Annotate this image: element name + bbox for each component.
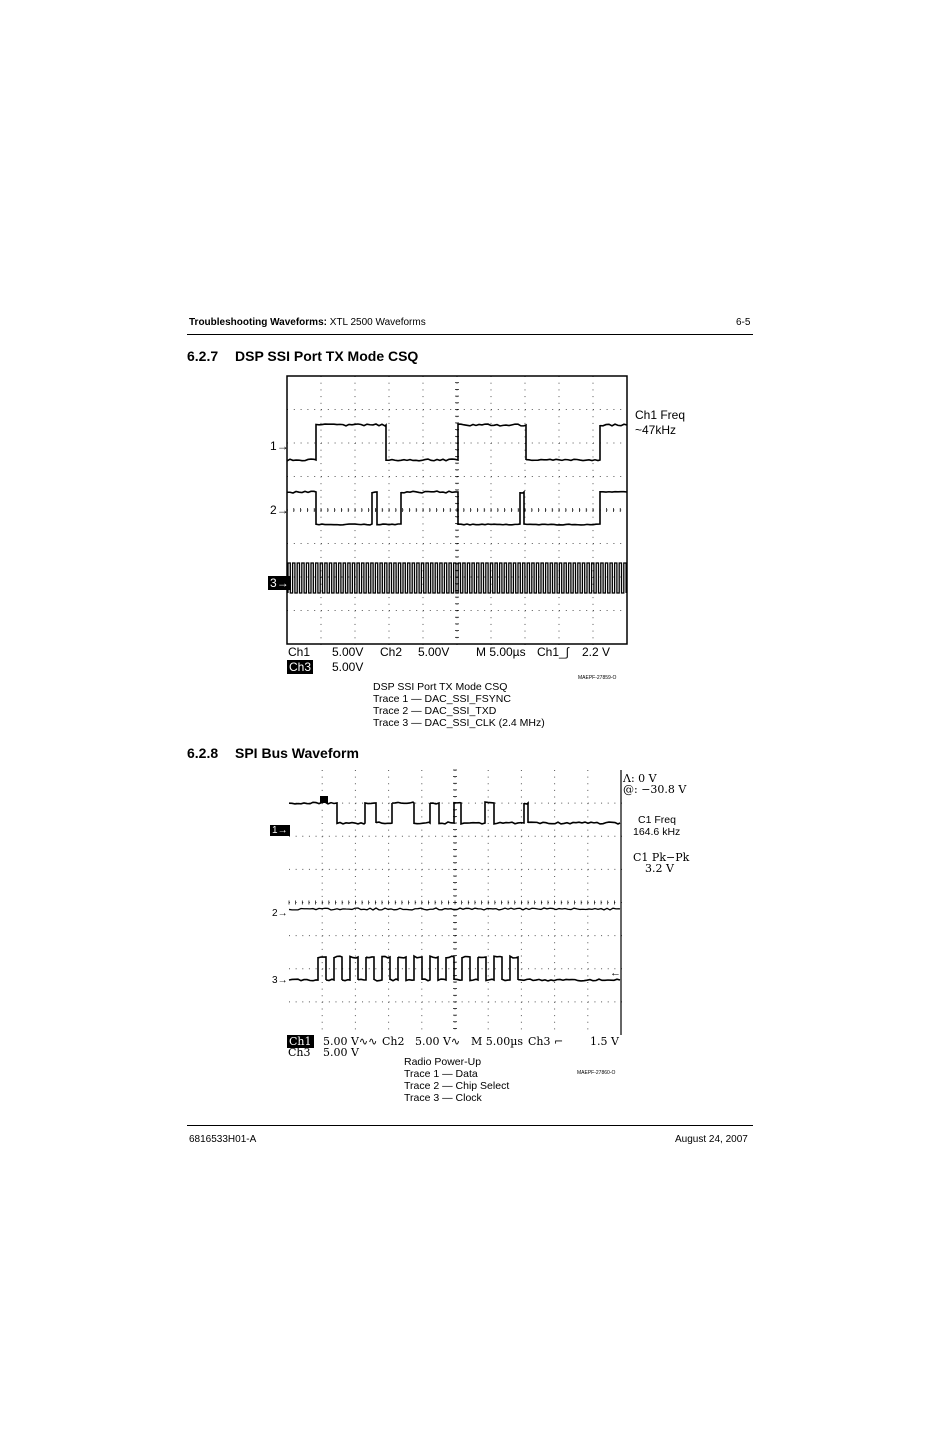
section-title: SPI Bus Waveform (235, 745, 359, 761)
readout-ch2-scale: 5.00V (418, 645, 449, 659)
figure-id: MAEPF-27859-O (578, 675, 616, 681)
trigger-arrow: ← (610, 967, 621, 979)
freq-label: C1 Freq (638, 814, 676, 826)
oscilloscope-trace-1 (260, 370, 640, 650)
caption-line: Trace 2 — Chip Select (404, 1080, 509, 1092)
trace-data (289, 802, 620, 824)
section-number: 6.2.8 (187, 745, 235, 761)
readout-ch3-scale: 5.00V (332, 660, 363, 674)
readout-ch2: Ch2 (380, 645, 402, 659)
header-title-bold: Troubleshooting Waveforms: (189, 317, 327, 328)
caption-line: Trace 3 — Clock (404, 1092, 509, 1104)
header-rule (187, 334, 753, 335)
freq-value: ~47kHz (635, 423, 676, 437)
pkpk-value: 3.2 V (645, 862, 674, 875)
publication-date: August 24, 2007 (675, 1134, 748, 1145)
readout-ch3: Ch3 (288, 1046, 311, 1059)
running-header: Troubleshooting Waveforms: XTL 2500 Wave… (189, 317, 426, 328)
page-number: 6-5 (736, 317, 750, 328)
figure-id: MAEPF-27860-O (577, 1070, 615, 1076)
cursor-readout-2: @: −30.8 V (623, 783, 686, 796)
figure-caption-1: DSP SSI Port TX Mode CSQ Trace 1 — DAC_S… (373, 681, 545, 729)
caption-line: Trace 2 — DAC_SSI_TXD (373, 705, 545, 717)
channel-marker-3: 3→ (272, 975, 288, 986)
figure-caption-2: Radio Power-Up Trace 1 — Data Trace 2 — … (404, 1056, 509, 1104)
header-title: XTL 2500 Waveforms (327, 317, 426, 328)
trigger-marker (320, 796, 328, 803)
section-title: DSP SSI Port TX Mode CSQ (235, 348, 418, 364)
caption-title: DSP SSI Port TX Mode CSQ (373, 681, 545, 693)
readout-trigger: Ch3 ⌐ (528, 1035, 563, 1048)
channel-marker-1: 1→ (270, 825, 290, 836)
readout-trigger-level: 1.5 V (590, 1035, 619, 1048)
readout-ch1: Ch1 (288, 645, 310, 659)
readout-timebase: M 5.00µs (476, 645, 526, 659)
trace-clock (289, 956, 620, 981)
readout-trigger: Ch1_∫ (537, 645, 569, 659)
scope-grid (289, 770, 622, 1029)
readout-ch3-scale: 5.00 V (323, 1046, 359, 1059)
document-number: 6816533H01-A (189, 1134, 256, 1145)
readout-ch1-scale: 5.00V (332, 645, 363, 659)
section-number: 6.2.7 (187, 348, 235, 364)
channel-marker-2: 2→ (272, 908, 288, 919)
readout-timebase: M 5.00µs (471, 1035, 523, 1048)
readout-ch2: Ch2 (382, 1035, 405, 1048)
footer-rule (187, 1125, 753, 1126)
channel-marker-3: 3→ (268, 576, 291, 590)
caption-line: Trace 3 — DAC_SSI_CLK (2.4 MHz) (373, 717, 545, 729)
caption-line: Trace 1 — Data (404, 1068, 509, 1080)
readout-trigger-level: 2.2 V (582, 645, 610, 659)
scope-grid (287, 376, 621, 645)
channel-marker-1: 1→ (270, 439, 289, 453)
readout-ch3: Ch3 (287, 660, 313, 674)
oscilloscope-trace-2: ← (262, 764, 632, 1044)
channel-marker-2: 2→ (270, 503, 289, 517)
section-heading-628: 6.2.8SPI Bus Waveform (187, 745, 359, 761)
readout-ch2-scale: 5.00 V∿ (415, 1035, 460, 1048)
caption-line: Trace 1 — DAC_SSI_FSYNC (373, 693, 545, 705)
caption-title: Radio Power-Up (404, 1056, 509, 1068)
freq-value: 164.6 kHz (633, 826, 680, 838)
section-heading-627: 6.2.7DSP SSI Port TX Mode CSQ (187, 348, 418, 364)
freq-label: Ch1 Freq (635, 408, 685, 422)
